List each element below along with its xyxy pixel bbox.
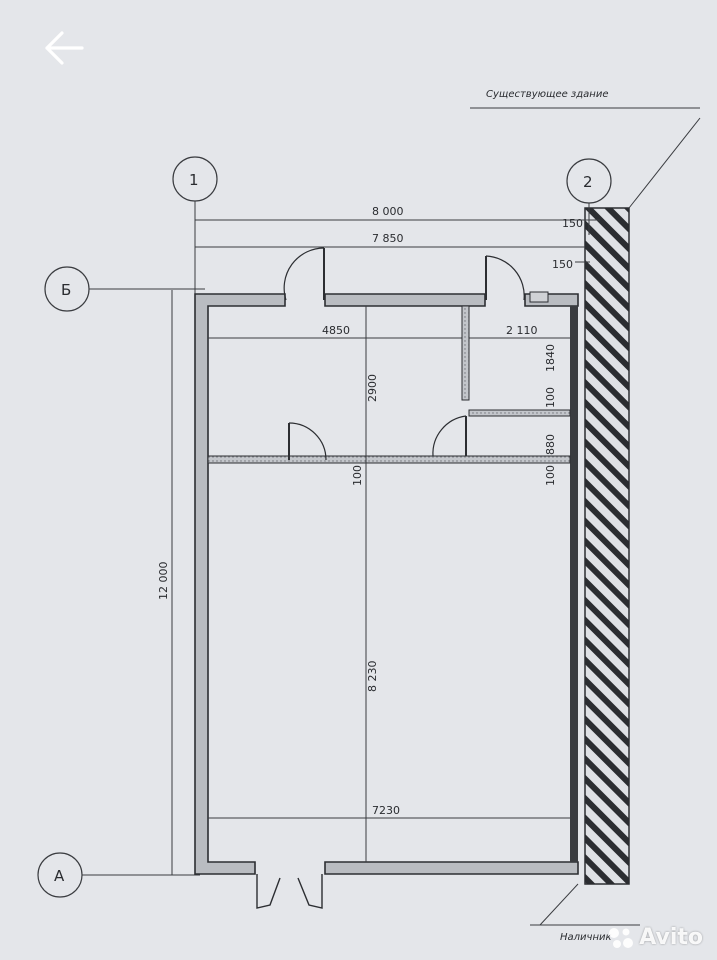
svg-text:Б: Б <box>61 281 71 299</box>
entrance-door <box>256 874 323 909</box>
dim-partition-a: 100 <box>544 387 557 408</box>
dim-partition-c: 100 <box>351 465 364 486</box>
svg-text:12 000: 12 000 <box>157 562 170 601</box>
avito-watermark: Avito <box>607 925 703 950</box>
dim-wall-offset-top: 150 <box>562 217 583 230</box>
door-top-left <box>283 247 325 301</box>
partition-small-horizontal <box>468 409 571 417</box>
dim-wall-offset-second: 150 <box>552 258 573 271</box>
partition-horizontal <box>207 455 571 464</box>
svg-text:1: 1 <box>189 171 199 189</box>
dim-height-main: 8 230 <box>366 661 379 693</box>
avito-logo-icon <box>609 927 634 948</box>
dim-overall-width: 8 000 <box>195 205 600 221</box>
dim-room-left-width: 4850 <box>322 324 350 337</box>
dim-bottom-width: 7230 <box>372 804 400 817</box>
door-interior-left <box>288 422 327 461</box>
svg-text:7 850: 7 850 <box>372 232 404 245</box>
dim-room-right-width: 2 110 <box>506 324 538 337</box>
back-button[interactable] <box>34 22 94 74</box>
outer-wall <box>194 293 579 875</box>
dim-overall-height: 12 000 <box>157 290 173 875</box>
axis-b: Б <box>44 266 205 312</box>
right-wall <box>570 306 578 862</box>
svg-text:А: А <box>54 867 65 885</box>
bottom-note: Наличник <box>560 932 612 943</box>
existing-building-label: Существующее здание <box>486 89 608 100</box>
dim-height-upper: 2900 <box>366 374 379 402</box>
svg-text:8 000: 8 000 <box>372 205 404 218</box>
axis-2: 2 <box>566 158 612 235</box>
dim-height-right-mid: 880 <box>544 434 557 455</box>
vent-block <box>529 291 549 303</box>
watermark-brand: Avito <box>639 925 703 950</box>
door-top-right <box>485 255 525 301</box>
partition-vertical-right <box>461 305 470 401</box>
dim-inner-width: 7 850 <box>194 232 585 300</box>
existing-building-hatch <box>584 207 630 885</box>
arrow-left-icon <box>45 31 84 65</box>
dim-height-right-top: 1840 <box>544 344 557 372</box>
dim-partition-b: 100 <box>544 465 557 486</box>
door-interior-right <box>432 415 467 457</box>
axis-a: А <box>37 852 200 898</box>
svg-text:2: 2 <box>583 173 593 191</box>
